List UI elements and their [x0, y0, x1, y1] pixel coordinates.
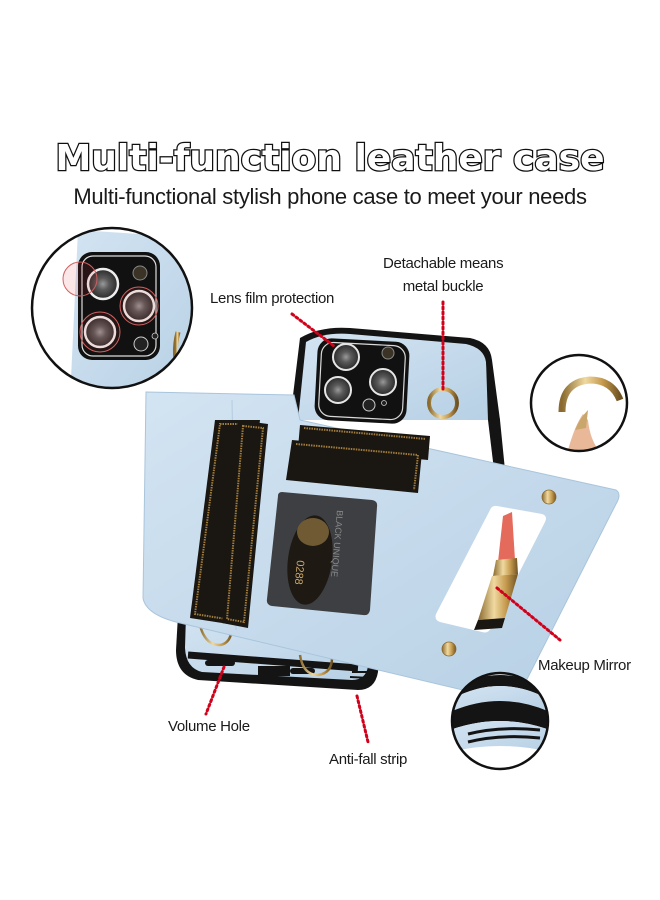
leader-lines	[204, 300, 562, 744]
callout-anti-fall-strip: Anti-fall strip	[329, 751, 408, 768]
callout-buckle-line2: metal buckle	[402, 278, 484, 295]
card-number: 0288	[292, 560, 306, 585]
headline-title: Multi-function leather case	[54, 137, 606, 181]
callout-volume-hole: Volume Hole	[168, 718, 250, 735]
headline-subtitle: Multi-functional stylish phone case to m…	[73, 184, 587, 209]
wallet-flap: BLACK UNIQUE 0288	[142, 391, 620, 701]
callout-buckle-line1: Detachable means	[383, 255, 504, 272]
callout-lens-film: Lens film protection	[210, 290, 335, 307]
zoom-circle-buckle	[529, 353, 629, 453]
callout-makeup-mirror: Makeup Mirror	[538, 657, 631, 674]
lipstick	[474, 512, 518, 630]
zoom-circle-antifall	[450, 671, 550, 771]
zoom-circle-lens	[30, 226, 194, 390]
